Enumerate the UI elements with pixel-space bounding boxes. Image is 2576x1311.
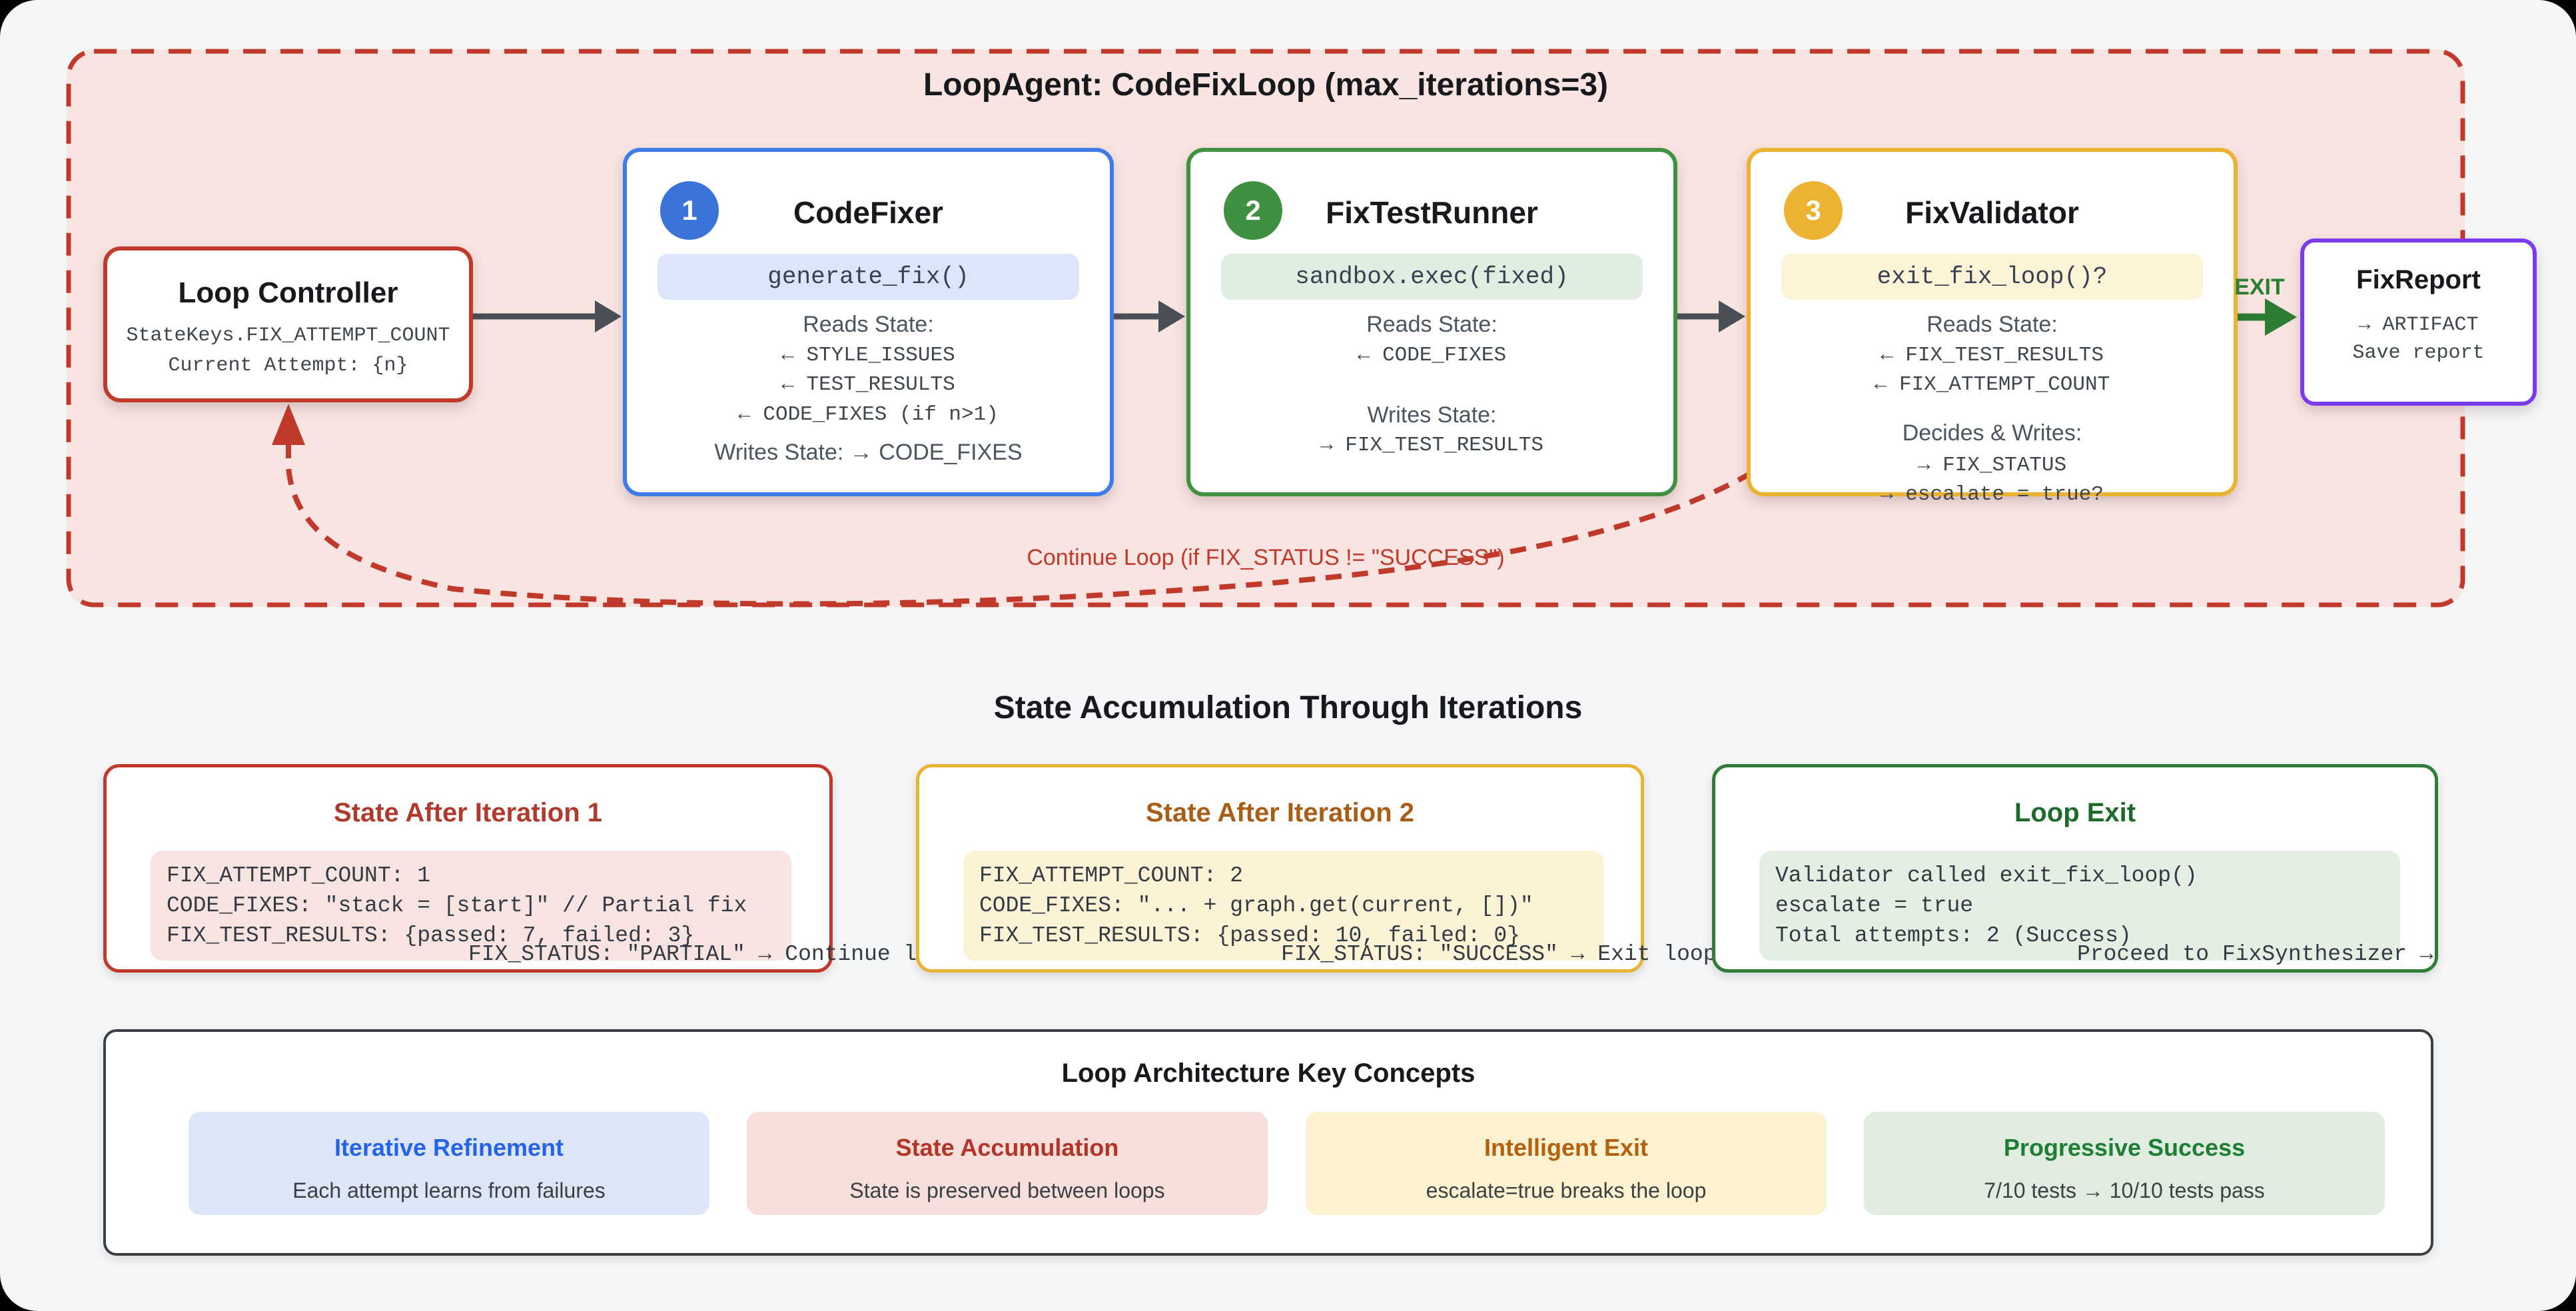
state-section-heading: State Accumulation Through Iterations [993, 690, 1583, 725]
fixvalidator-escalate-item: → escalate = true? [1881, 483, 2104, 506]
fixvalidator-reads-item: ← FIX_TEST_RESULTS [1881, 344, 2104, 367]
step-badge-1: 1 [660, 181, 719, 240]
state-card-code: FIX_ATTEMPT_COUNT: 2 CODE_FIXES: "... + … [963, 851, 1604, 961]
state-card-loop-exit: Loop Exit Validator called exit_fix_loop… [1712, 764, 2438, 973]
state-card-iteration-2: State After Iteration 2 FIX_ATTEMPT_COUN… [916, 764, 1717, 973]
loop-controller-title: Loop Controller [178, 276, 398, 309]
concept-state-accumulation: State Accumulation State is preserved be… [747, 1112, 1268, 1215]
loop-controller-node: Loop Controller StateKeys.FIX_ATTEMPT_CO… [103, 246, 473, 402]
exit-label: EXIT [2234, 274, 2285, 300]
loop-agent-title: LoopAgent: CodeFixLoop (max_iterations=3… [923, 67, 1609, 103]
fixtestrunner-reads-label: Reads State: [1366, 312, 1498, 337]
concept-title: Iterative Refinement [334, 1134, 564, 1161]
fixvalidator-reads-label: Reads State: [1927, 312, 2058, 337]
fixtestrunner-title: FixTestRunner [1326, 195, 1538, 230]
loop-controller-attempt: Current Attempt: {n} [168, 354, 408, 377]
agent-node-fixvalidator: 3 FixValidator exit_fix_loop()? Reads St… [1747, 148, 2238, 506]
fixvalidator-function-pill: exit_fix_loop()? [1781, 254, 2203, 300]
codefixer-function-pill: generate_fix() [657, 254, 1079, 300]
fixvalidator-writes-label: Decides & Writes: [1902, 420, 2082, 446]
codefixer-reads-item: ← STYLE_ISSUES [781, 344, 955, 367]
state-card-footer: Proceed to FixSynthesizer → [2077, 942, 2433, 967]
codefixer-reads-label: Reads State: [803, 312, 934, 337]
state-card-iteration-1: State After Iteration 1 FIX_ATTEMPT_COUN… [103, 764, 957, 973]
concept-title: State Accumulation [895, 1134, 1119, 1161]
concept-desc: State is preserved between loops [849, 1178, 1165, 1202]
loop-controller-statekey: StateKeys.FIX_ATTEMPT_COUNT [126, 324, 450, 347]
fixreport-artifact-line: → ARTIFACT [2358, 314, 2479, 336]
fixtestrunner-function-pill: sandbox.exec(fixed) [1221, 254, 1643, 300]
state-card-footer: FIX_STATUS: "SUCCESS" → Exit loop [1281, 942, 1717, 967]
continue-loop-caption: Continue Loop (if FIX_STATUS != "SUCCESS… [1027, 545, 1505, 570]
fixvalidator-title: FixValidator [1905, 195, 2079, 230]
fixreport-node: FixReport → ARTIFACT Save report [2300, 238, 2537, 406]
fixreport-save-line: Save report [2352, 342, 2485, 364]
codefixer-title: CodeFixer [793, 195, 943, 230]
fixtestrunner-writes-label: Writes State: [1367, 402, 1497, 428]
key-concepts-box: Loop Architecture Key Concepts Iterative… [103, 1029, 2433, 1256]
fixreport-title: FixReport [2356, 265, 2481, 294]
agent-node-fixtestrunner: 2 FixTestRunner sandbox.exec(fixed) Read… [1186, 148, 1677, 496]
fixtestrunner-writes-item: → FIX_TEST_RESULTS [1320, 434, 1543, 457]
concept-desc: Each attempt learns from failures [292, 1178, 606, 1202]
concept-desc: 7/10 tests → 10/10 tests pass [1984, 1178, 2265, 1202]
state-card-title: State After Iteration 1 [333, 798, 603, 827]
codefixer-writes-label: Writes State: → CODE_FIXES [714, 440, 1023, 465]
codefixer-reads-item: ← TEST_RESULTS [781, 373, 955, 396]
concept-title: Progressive Success [2003, 1134, 2246, 1161]
state-card-code: FIX_ATTEMPT_COUNT: 1 CODE_FIXES: "stack … [151, 851, 791, 961]
step-badge-2: 2 [1224, 181, 1282, 240]
state-card-footer: FIX_STATUS: "PARTIAL" → Continue loop [468, 942, 957, 967]
concept-intelligent-exit: Intelligent Exit escalate=true breaks th… [1306, 1112, 1827, 1215]
state-card-code: Validator called exit_fix_loop() escalat… [1759, 851, 2400, 961]
concept-title: Intelligent Exit [1484, 1134, 1649, 1161]
key-concepts-heading: Loop Architecture Key Concepts [1061, 1059, 1476, 1088]
agent-node-codefixer: 1 CodeFixer generate_fix() Reads State: … [623, 148, 1114, 496]
concept-desc: escalate=true breaks the loop [1426, 1178, 1707, 1202]
codefixer-reads-item: ← CODE_FIXES (if n>1) [738, 403, 999, 426]
concept-iterative-refinement: Iterative Refinement Each attempt learns… [189, 1112, 709, 1215]
fixvalidator-reads-item: ← FIX_ATTEMPT_COUNT [1874, 373, 2110, 396]
concept-progressive-success: Progressive Success 7/10 tests → 10/10 t… [1864, 1112, 2385, 1215]
step-badge-3: 3 [1784, 181, 1843, 240]
state-card-title: State After Iteration 2 [1145, 798, 1415, 827]
fixtestrunner-reads-item: ← CODE_FIXES [1357, 344, 1507, 367]
fixvalidator-writes-item: → FIX_STATUS [1917, 454, 2067, 477]
state-card-title: Loop Exit [2014, 798, 2136, 827]
